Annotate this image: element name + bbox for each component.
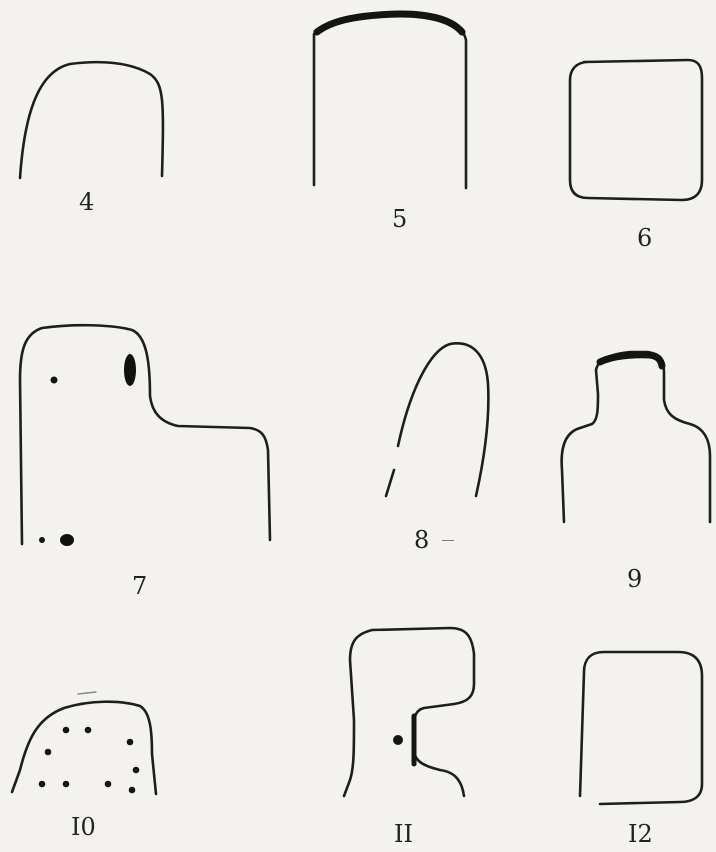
figure-8-dash xyxy=(442,540,454,541)
figure-4-outline xyxy=(20,62,163,178)
figure-label-4: 4 xyxy=(79,190,94,214)
figure-label-9: 9 xyxy=(627,567,642,591)
figure-label-5: 5 xyxy=(392,207,407,231)
figure-label-11: II xyxy=(394,822,413,846)
figure-9-outline xyxy=(562,352,710,522)
figure-7-dot xyxy=(39,537,45,543)
figure-7-outline xyxy=(20,325,270,546)
figure-9-dark-band xyxy=(600,355,662,366)
figure-5-outline xyxy=(314,12,466,188)
figure-label-10: I0 xyxy=(71,815,96,839)
figure-11-outline xyxy=(344,628,474,796)
figure-8-outline xyxy=(386,343,488,496)
figure-label-6: 6 xyxy=(637,226,652,250)
figure-7-dot xyxy=(51,377,58,384)
figure-5-dark-band xyxy=(317,14,462,32)
figure-12-outline xyxy=(580,652,702,804)
figure-label-7: 7 xyxy=(132,574,147,598)
figure-7-mark xyxy=(60,534,74,546)
figure-label-12: I2 xyxy=(628,822,653,846)
figure-label-8: 8 xyxy=(414,528,429,552)
figure-7-mark xyxy=(124,354,136,386)
figure-10-outline xyxy=(12,692,156,794)
figure-11-dot xyxy=(393,735,403,745)
figure-6-outline xyxy=(570,60,702,200)
